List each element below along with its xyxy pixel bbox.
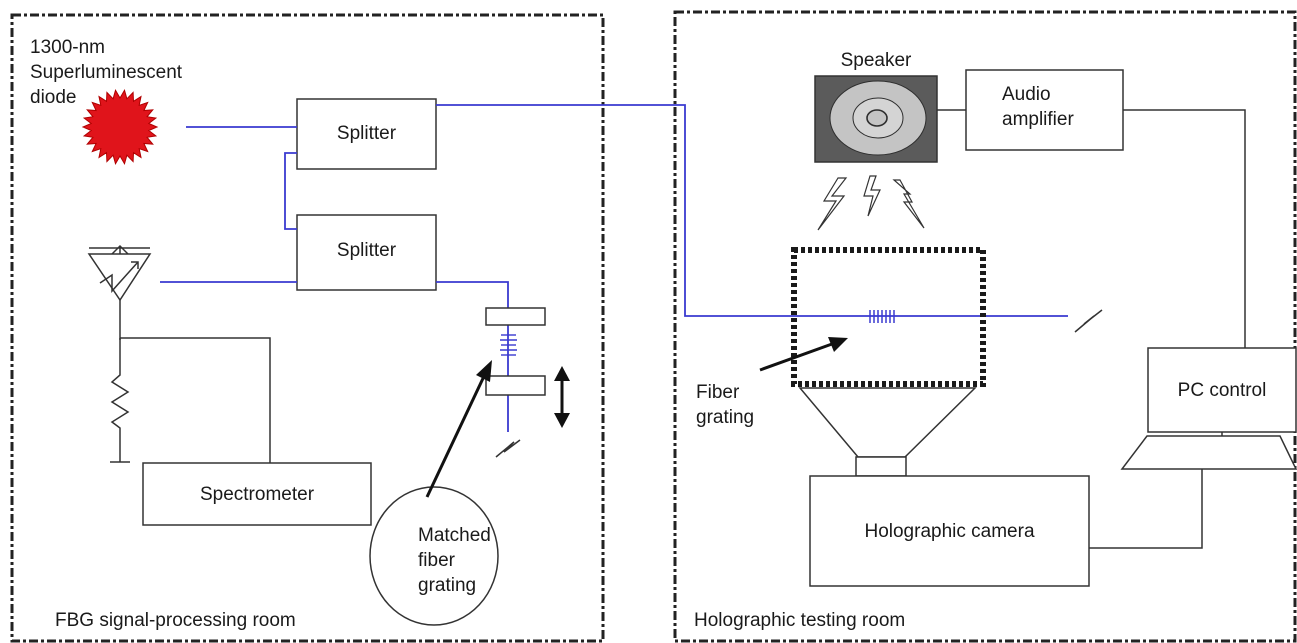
test-chamber <box>791 247 986 387</box>
fiber-grating-marks <box>869 310 895 323</box>
photodetector-icon <box>87 244 152 340</box>
fiber-lines-left <box>160 126 509 432</box>
matched-grating-marks <box>500 334 517 356</box>
splitter-bottom-box <box>296 214 437 291</box>
holographic-camera-box <box>809 475 1090 587</box>
detector-circuit <box>110 337 271 463</box>
amplifier-pc-wire <box>1123 109 1246 348</box>
matched-grating-bubble <box>369 486 499 626</box>
speaker-center <box>866 109 888 127</box>
grating-holder-top <box>485 307 546 326</box>
pc-keyboard <box>1120 435 1297 470</box>
audio-amplifier-label: Audio amplifier <box>1002 84 1074 130</box>
fiber-end-left <box>495 439 521 458</box>
speaker-label: Speaker <box>840 50 912 71</box>
fiber-end-right <box>1074 309 1103 333</box>
left-room-boundary <box>10 13 605 643</box>
grating-holder-bottom <box>485 375 546 396</box>
fiber-line-cross-room <box>436 104 1068 317</box>
fiber-grating-pointer <box>759 337 848 372</box>
superluminescent-diode <box>81 89 159 165</box>
spectrometer-label: Spectrometer <box>199 484 315 505</box>
matched-grating-label: Matched fiber grating <box>418 525 491 596</box>
splitter-bottom-label: Splitter <box>336 240 397 261</box>
left-room-name: FBG signal-processing room <box>55 610 296 631</box>
fiber-grating-label: Fiber grating <box>696 382 755 428</box>
source-label: 1300-nm Superluminescent diode <box>30 37 183 108</box>
spectrometer-box <box>142 462 372 526</box>
camera-funnel <box>798 387 977 458</box>
matched-grating-pointer <box>425 360 492 498</box>
holographic-camera-label: Holographic camera <box>864 521 1035 542</box>
pc-monitor <box>1147 347 1297 433</box>
translation-arrow <box>554 366 570 428</box>
camera-pc-wire <box>1089 469 1203 549</box>
splitter-top-label: Splitter <box>336 123 397 144</box>
sound-wave-icons <box>817 175 925 231</box>
right-room-name: Holographic testing room <box>694 610 906 631</box>
camera-neck <box>855 456 907 477</box>
right-room-boundary <box>673 10 1297 643</box>
pc-control-label: PC control <box>1177 380 1267 401</box>
splitter-top-box <box>296 98 437 170</box>
